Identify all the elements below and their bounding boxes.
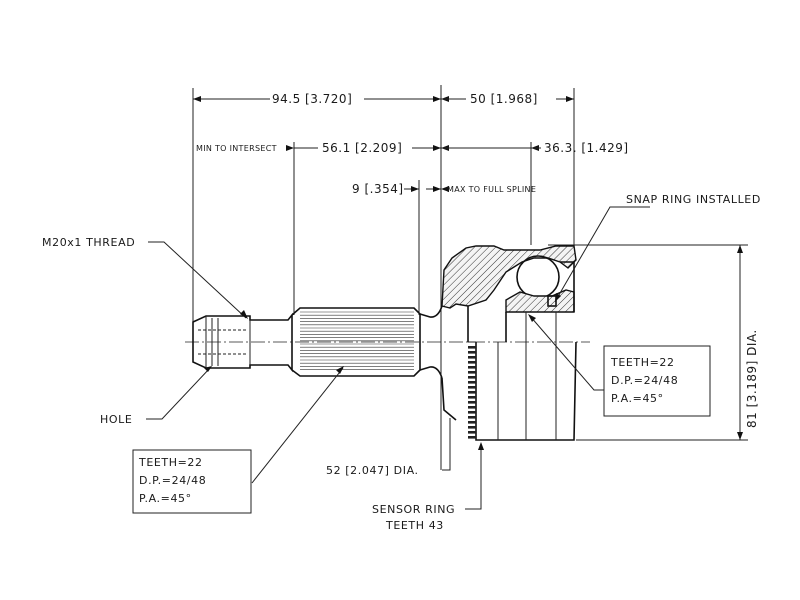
shaft-dp: D.P.=24/48 (139, 474, 206, 487)
dimension-runout: 9 [.354] MAX TO FULL SPLINE (352, 182, 536, 196)
hole-label: HOLE (100, 413, 132, 426)
joint-spec-box: TEETH=22 D.P.=24/48 P.A.=45° (603, 345, 711, 417)
sensor-diameter-label: 52 [2.047] DIA. (326, 464, 419, 477)
sensor-ring-label-2: TEETH 43 (385, 519, 444, 532)
dimension-outer-diameter: 81 [3.189] DIA. (737, 245, 759, 440)
spline-teeth (300, 311, 414, 370)
dim-outer-diameter: 81 [3.189] DIA. (745, 329, 759, 428)
min-to-intersect-label: MIN TO INTERSECT (196, 144, 277, 153)
dim-right-inner: 36.3. [1.429] (544, 141, 629, 155)
dim-overall-right: 50 [1.968] (470, 92, 538, 106)
ball (516, 255, 560, 299)
sensor-ring-label-1: SENSOR RING (372, 503, 455, 516)
joint-pa: P.A.=45° (611, 392, 664, 405)
max-full-spline-label: MAX TO FULL SPLINE (447, 185, 536, 194)
joint-dp: D.P.=24/48 (611, 374, 678, 387)
dim-spline-runout: 9 [.354] (352, 182, 404, 196)
dimension-spline: MIN TO INTERSECT 56.1 [2.209] 36.3. [1.4… (196, 141, 629, 155)
dim-overall-left: 94.5 [3.720] (272, 92, 352, 106)
sensor-ring-teeth (468, 346, 476, 439)
shaft-spec-box: TEETH=22 D.P.=24/48 P.A.=45° (132, 449, 252, 514)
snap-ring-label: SNAP RING INSTALLED (626, 193, 761, 206)
joint-teeth: TEETH=22 (610, 356, 675, 369)
leaders (146, 206, 650, 510)
extension-lines (192, 85, 748, 470)
outer-race-bell (441, 245, 577, 441)
shaft (192, 281, 451, 379)
shaft-teeth: TEETH=22 (138, 456, 203, 469)
shaft-pa: P.A.=45° (139, 492, 192, 505)
dim-spline-length: 56.1 [2.209] (322, 141, 402, 155)
dimension-overall: 94.5 [3.720] 50 [1.968] (193, 92, 574, 106)
thread-label: M20x1 THREAD (42, 236, 135, 249)
